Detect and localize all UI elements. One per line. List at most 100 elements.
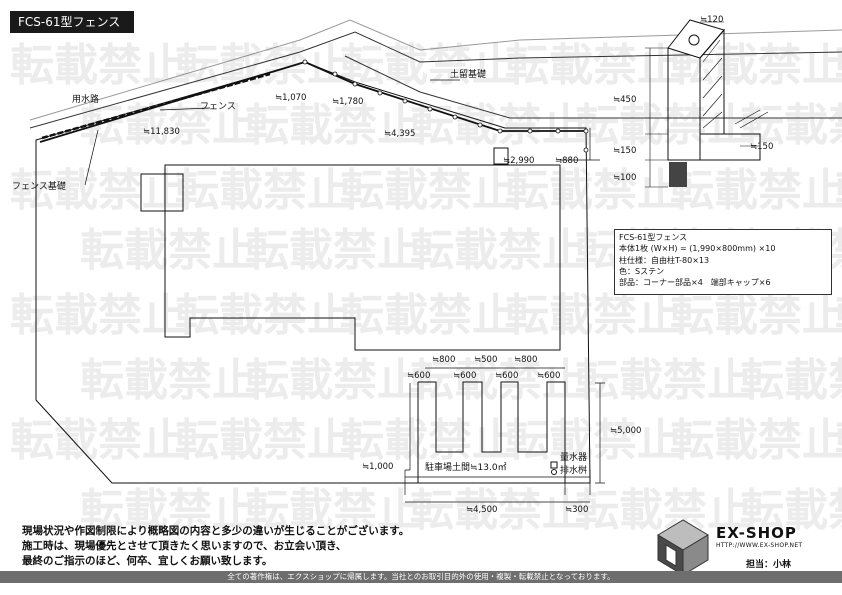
watermark-text: 転載禁止 (340, 165, 516, 216)
dim-4500: ≒4,500 (466, 505, 497, 515)
fence-post-icon (452, 114, 458, 120)
spec-line: 本体1枚 (W×H) = (1,990×800mm) ×10 (619, 244, 776, 254)
watermark-text: 転載禁止 (175, 290, 351, 341)
dim-800a: ≒800 (432, 355, 455, 365)
sec-120: ≒120 (700, 15, 723, 25)
dim-500: ≒500 (474, 355, 497, 365)
drawing-title: FCS-61型フェンス (10, 11, 134, 33)
property-boundary (35, 61, 591, 484)
fence-post-icon (497, 128, 503, 134)
watermark-text: 転載禁止 (670, 415, 842, 466)
dim-2990: ≒2,990 (503, 156, 534, 166)
spec-line: FCS-61型フェンス (619, 233, 688, 242)
sec-150a: ≒150 (613, 146, 636, 156)
watermark-text: 転載禁止 (340, 40, 516, 91)
fence-post-icon (332, 71, 338, 77)
sec-450: ≒450 (613, 95, 636, 105)
bay-window (140, 173, 184, 212)
note-line: 施工時は、現場優先とさせて頂きたく思いますので、お立会い頂き、 (22, 540, 347, 552)
watermark-text: 転載禁止 (740, 100, 842, 151)
copyright-footer: 全ての著作権は、エクスショップに帰属します。当社とのお取引目的外の使用・複製・転… (0, 571, 842, 583)
watermark-text: 転載禁止 (575, 355, 751, 406)
watermark-text: 転載禁止 (575, 100, 751, 151)
fence-post-icon (402, 98, 408, 104)
parking-label: 駐車場土間≒13.0㎡ (425, 461, 507, 473)
watermark-text: 転載禁止 (175, 165, 351, 216)
watermark-text: 転載禁止 (10, 415, 186, 466)
dim-1070: ≒1,070 (275, 93, 306, 103)
dim-300: ≒300 (565, 505, 588, 515)
water-channel-label: 用水路 (72, 93, 99, 105)
retaining-foundation-label: 土留基礎 (450, 68, 486, 80)
fence-post-icon (352, 81, 358, 87)
watermark-text: 転載禁止 (245, 100, 421, 151)
fence-post-icon (477, 122, 483, 128)
dim-600c: ≒600 (495, 371, 518, 381)
dim-800b: ≒800 (514, 355, 537, 365)
dim-880: ≒880 (555, 156, 578, 166)
watermark-text: 転載禁止 (670, 165, 842, 216)
water-meter-label: 量水器 (560, 451, 587, 463)
watermark-text: 転載禁止 (505, 290, 681, 341)
dim-600b: ≒600 (453, 371, 476, 381)
watermark-text: 転載禁止 (505, 415, 681, 466)
fence-post-icon (583, 147, 589, 153)
fence-post-icon (302, 59, 308, 65)
dim-600d: ≒600 (537, 371, 560, 381)
watermark-text: 転載禁止 (410, 225, 586, 276)
note-line: 最終のご指示のほど、何卒、宜しくお願い致します。 (22, 555, 273, 567)
exshop-logo-icon (657, 519, 709, 576)
fence-foundation-label: フェンス基礎 (12, 180, 66, 192)
watermark-text: 転載禁止 (575, 485, 751, 536)
spec-box: FCS-61型フェンス 本体1枚 (W×H) = (1,990×800mm) ×… (614, 229, 832, 295)
watermark-text: 転載禁止 (80, 100, 256, 151)
watermark-text: 転載禁止 (835, 165, 842, 216)
watermark-text: 転載禁止 (835, 415, 842, 466)
watermark-text: 転載禁止 (410, 485, 586, 536)
watermark-text: 転載禁止 (80, 355, 256, 406)
watermark-text: 転載禁止 (175, 40, 351, 91)
sec-100: ≒100 (613, 173, 636, 183)
watermark-text: 転載禁止 (740, 485, 842, 536)
fence-post-icon (427, 106, 433, 112)
watermark-text: 転載禁止 (245, 225, 421, 276)
fence-post-icon (377, 90, 383, 96)
sec-150b: ≒150 (750, 142, 773, 152)
section-detail (645, 19, 769, 188)
watermark-text: 転載禁止 (80, 225, 256, 276)
fence-post-icon (555, 128, 561, 134)
parking-slits (417, 381, 566, 483)
watermark-text: 転載禁止 (340, 290, 516, 341)
dim-1780: ≒1,780 (332, 97, 363, 107)
fence-post-icon (583, 128, 589, 134)
watermark-text: 転載禁止 (505, 40, 681, 91)
watermark-text: 転載禁止 (505, 165, 681, 216)
fence-post-icon (527, 128, 533, 134)
drain-box (551, 469, 557, 475)
watermark-text: 転載禁止 (10, 290, 186, 341)
brand-name: EX-SHOP (716, 524, 797, 542)
watermark-text: 転載禁止 (835, 40, 842, 91)
watermark-text: 転載禁止 (175, 415, 351, 466)
water-meter (550, 461, 558, 469)
note-line: 現場状況や作図制限により概略図の内容と多少の違いが生じることがございます。 (22, 525, 410, 537)
brand-url: HTTP://WWW.EX-SHOP.NET (716, 542, 803, 549)
notes: 現場状況や作図制限により概略図の内容と多少の違いが生じることがございます。 施工… (22, 524, 409, 569)
watermark-text: 転載禁止 (80, 485, 256, 536)
house-outline (164, 164, 561, 351)
dim-1000: ≒1,000 (362, 462, 393, 472)
drain-label: 排水桝 (560, 464, 587, 476)
watermark-text: 転載禁止 (245, 485, 421, 536)
dim-600a: ≒600 (407, 371, 430, 381)
dim-4395: ≒4,395 (384, 129, 415, 139)
dim-11830: ≒11,830 (143, 127, 180, 137)
fence-label: フェンス (200, 102, 236, 112)
person-in-charge: 担当：小林 (746, 560, 792, 570)
watermark-text: 転載禁止 (245, 355, 421, 406)
watermark-text: 転載禁止 (340, 415, 516, 466)
watermark-text: 転載禁止 (670, 290, 842, 341)
spec-line: 部品：コーナー部品×4 端部キャップ×6 (619, 278, 771, 288)
watermark-text: 転載禁止 (410, 355, 586, 406)
